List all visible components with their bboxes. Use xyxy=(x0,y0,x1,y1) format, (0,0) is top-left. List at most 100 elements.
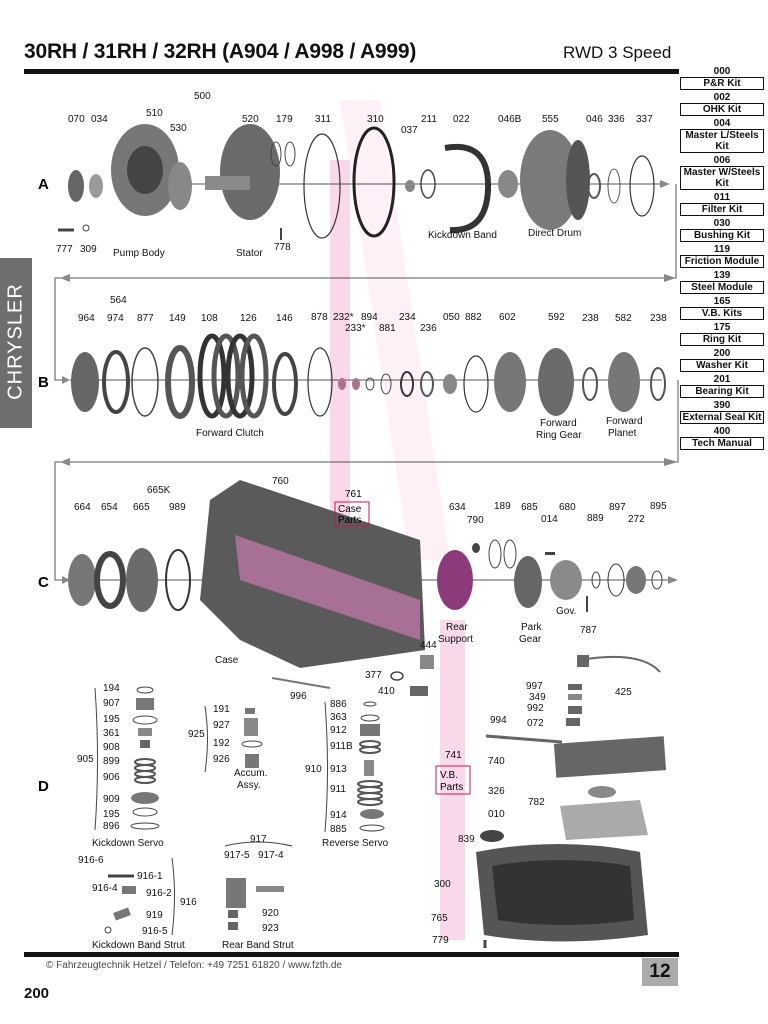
part-number: 908 xyxy=(103,742,120,753)
part-number: 896 xyxy=(103,821,120,832)
row-c-parts xyxy=(68,480,663,696)
part-number: 911B xyxy=(330,741,353,752)
part-number: 191 xyxy=(213,704,230,715)
part-number: 232* xyxy=(333,312,354,323)
row-label-d: D xyxy=(38,778,49,795)
part-number: 555 xyxy=(542,114,559,125)
group-number: 917 xyxy=(250,834,267,845)
part-number: 363 xyxy=(330,712,347,723)
part-label: Rear Band Strut xyxy=(222,940,294,951)
header-rule xyxy=(24,69,679,74)
part-label: Case xyxy=(215,655,239,666)
part-number: 917-4 xyxy=(258,850,284,861)
part-label: Rear xyxy=(446,622,468,633)
page-title: 30RH / 31RH / 32RH (A904 / A998 / A999) xyxy=(24,40,417,63)
part-label: Reverse Servo xyxy=(322,838,389,849)
part-number: 272 xyxy=(628,514,645,525)
kit-number: 030 xyxy=(713,218,731,229)
part-number: 189 xyxy=(494,501,511,512)
part-number: 916-2 xyxy=(146,888,172,899)
part-number: 927 xyxy=(213,720,230,731)
row-label-b: B xyxy=(38,374,49,391)
part-number: 192 xyxy=(213,738,230,749)
part-number: 899 xyxy=(103,756,120,767)
group-number: 905 xyxy=(77,754,94,765)
part-number: 238 xyxy=(582,313,599,324)
part-number: 444 xyxy=(420,640,437,651)
footer-copyright: © Fahrzeugtechnik Hetzel / Telefon: +49 … xyxy=(46,960,342,971)
case-parts-number: 761 xyxy=(345,489,362,500)
part-number: 882 xyxy=(465,312,482,323)
part-number: 778 xyxy=(274,242,291,253)
page-subtitle: RWD 3 Speed xyxy=(563,43,672,62)
kit-number: 390 xyxy=(713,400,731,411)
part-number: 602 xyxy=(499,312,516,323)
row-a-parts xyxy=(58,124,655,240)
part-number: 361 xyxy=(103,728,120,739)
part-number: 885 xyxy=(330,824,347,835)
part-number: 889 xyxy=(587,513,604,524)
part-number: 839 xyxy=(458,834,475,845)
part-number: 149 xyxy=(169,313,186,324)
kit-number: 200 xyxy=(713,348,731,359)
part-label: Forward Clutch xyxy=(196,428,264,439)
part-number: 034 xyxy=(91,114,108,125)
kit-number: 006 xyxy=(713,155,731,166)
part-number: 309 xyxy=(80,244,97,255)
case-parts-label-2: Parts xyxy=(338,515,361,526)
vb-parts-box xyxy=(435,765,471,795)
part-number: 974 xyxy=(107,313,124,324)
part-number: 300 xyxy=(434,879,451,890)
part-label: Kickdown Band Strut xyxy=(92,940,185,951)
part-number: 530 xyxy=(170,123,187,134)
part-number: 311 xyxy=(315,114,331,125)
kit-label: Ring Kit xyxy=(680,333,764,346)
part-label: Kickdown Servo xyxy=(92,838,164,849)
part-number: 912 xyxy=(330,725,347,736)
part-label: Forward xyxy=(540,418,577,429)
part-number: 992 xyxy=(527,703,544,714)
part-number: 994 xyxy=(490,715,507,726)
group-number: 925 xyxy=(188,729,205,740)
part-number: 665 xyxy=(133,502,150,513)
part-number: 238 xyxy=(650,313,667,324)
part-number: 046 xyxy=(586,114,603,125)
part-number: 500 xyxy=(194,91,211,102)
part-number: 179 xyxy=(276,114,293,125)
kit-number: 119 xyxy=(713,244,731,255)
part-number: 336 xyxy=(608,114,625,125)
kit-label: Master W/Steels Kit xyxy=(680,166,764,190)
part-number: 914 xyxy=(330,810,347,821)
part-number: 916-1 xyxy=(137,871,163,882)
part-label: Support xyxy=(438,634,473,645)
kit-number: 175 xyxy=(713,322,731,333)
vb-parts-number: 741 xyxy=(445,750,462,761)
kit-number: 139 xyxy=(713,270,731,281)
part-number: 665K xyxy=(147,485,171,496)
section-page-box: 12 xyxy=(642,958,678,986)
part-number: 964 xyxy=(78,313,95,324)
part-number: 920 xyxy=(262,908,279,919)
part-number: 919 xyxy=(146,910,163,921)
part-number: 425 xyxy=(615,687,632,698)
part-number: 989 xyxy=(169,502,186,513)
kit-number: 000 xyxy=(713,66,731,77)
part-number: 886 xyxy=(330,699,347,710)
part-number: 897 xyxy=(609,502,626,513)
part-number: 046B xyxy=(498,114,522,125)
vb-parts-label-2: Parts xyxy=(440,782,463,793)
row-d-part-numbers: 905194907195361908899906909195896Kickdow… xyxy=(77,681,632,951)
case-parts-box xyxy=(334,501,370,527)
part-label: Direct Drum xyxy=(528,228,581,239)
part-number: 022 xyxy=(453,114,470,125)
part-number: 520 xyxy=(242,114,259,125)
